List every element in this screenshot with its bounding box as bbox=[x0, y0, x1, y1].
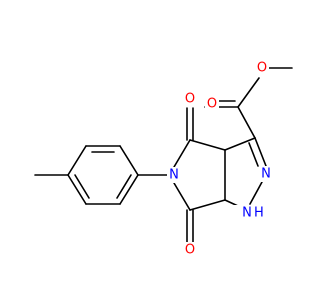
bond-layer bbox=[34, 67, 293, 245]
atom-n-pyrazole-label: N bbox=[261, 167, 271, 182]
bond-ring-1 bbox=[67, 145, 87, 176]
atom-o-ketone-top-label: O bbox=[185, 92, 195, 107]
atom-nh-pyrazole: N H bbox=[233, 205, 264, 221]
bond-c4-c3a bbox=[189, 139, 226, 151]
structure-canvas: O O O O N N N H bbox=[34, 60, 293, 258]
bond-ring-4 bbox=[119, 174, 139, 205]
bond-c6-c6a bbox=[189, 199, 226, 211]
bond-ring-double-3 bbox=[74, 174, 90, 199]
atom-nh-pyrazole-label: N bbox=[242, 206, 252, 221]
atom-o-ketone-top: O bbox=[183, 91, 197, 107]
atom-o-carbonyl-label: O bbox=[207, 97, 217, 112]
bond-c3-n2-1 bbox=[254, 137, 267, 167]
bond-n2-n1 bbox=[249, 181, 263, 205]
molecule-diagram: O O O O N N N H bbox=[34, 60, 293, 258]
atom-n-imide: N bbox=[167, 167, 181, 183]
atom-o-ester: O bbox=[255, 60, 269, 76]
bond-n-c6 bbox=[173, 182, 191, 211]
bond-c3-cester bbox=[237, 106, 256, 139]
atom-n-imide-label: N bbox=[169, 168, 179, 183]
atom-layer: O O O O N N N H bbox=[167, 60, 273, 258]
atom-o-ester-label: O bbox=[257, 61, 267, 76]
atom-o-carbonyl: O bbox=[205, 96, 219, 112]
atom-o-ketone-bottom: O bbox=[183, 242, 197, 258]
bond-n-c4 bbox=[173, 139, 191, 168]
bond-c3-n2-2 bbox=[248, 142, 259, 167]
atom-o-ketone-bottom-label: O bbox=[185, 243, 195, 258]
bond-ring-3 bbox=[119, 145, 139, 176]
atom-n-pyrazole: N bbox=[259, 166, 273, 182]
bond-ring-6 bbox=[67, 174, 87, 205]
bond-ring-double-2 bbox=[116, 174, 132, 199]
bond-cester-oester bbox=[237, 77, 260, 108]
atom-nh-pyrazole-hydrogen: H bbox=[254, 206, 264, 221]
bond-c3a-c3 bbox=[224, 137, 256, 151]
